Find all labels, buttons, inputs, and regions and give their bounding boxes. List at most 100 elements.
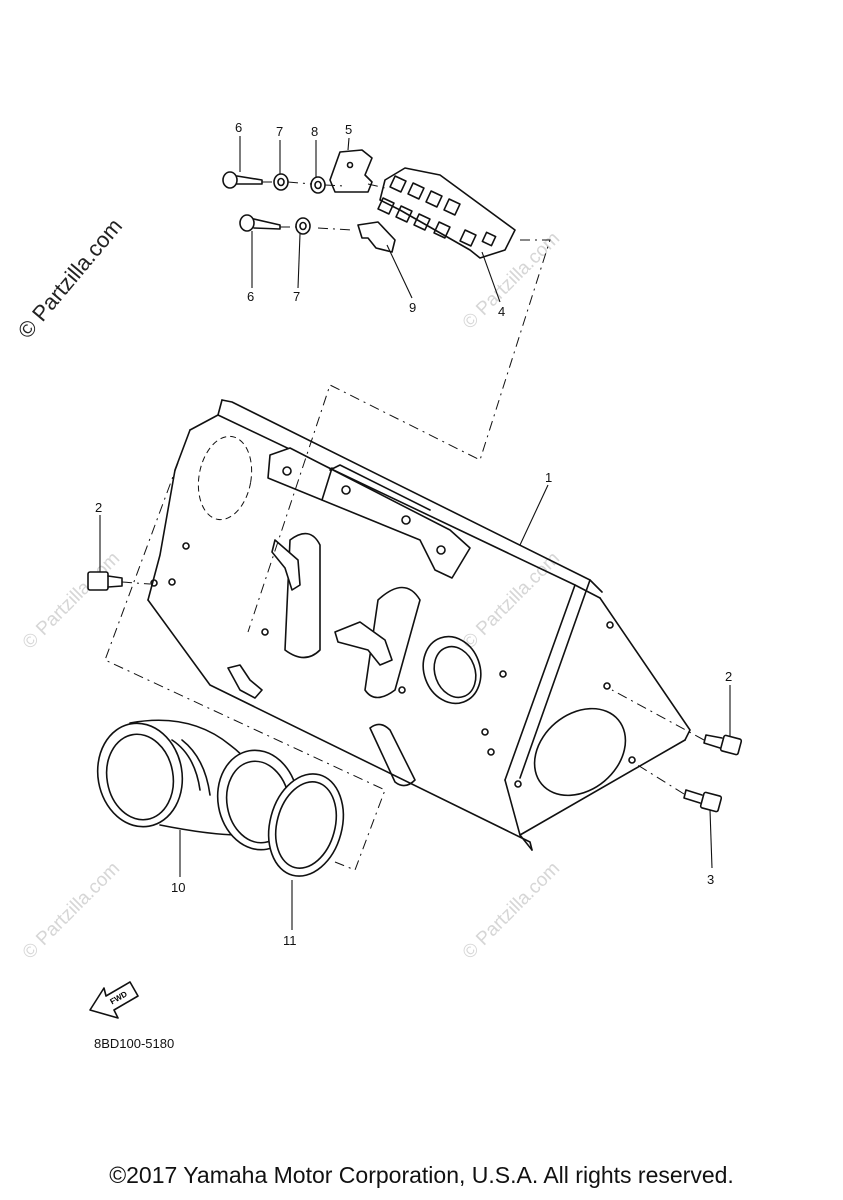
screw-head [222,171,238,189]
bolt-shank [107,575,123,588]
bolt-shank [683,789,703,804]
plate-right-edge [599,597,691,741]
callout-10[interactable]: 10 [171,880,185,895]
callout-2[interactable]: 2 [95,500,102,515]
part-5-small-bracket[interactable] [329,149,373,193]
watermark-text-large: © Partzilla.com [13,214,127,344]
callout-6[interactable]: 6 [247,289,254,304]
joint-front-opening [105,733,175,821]
part-6-screw-top[interactable] [222,171,263,189]
fwd-arrow-shape [89,981,139,1019]
callout-3[interactable]: 3 [707,872,714,887]
bolt-head [719,734,743,756]
callout-1[interactable]: 1 [545,470,552,485]
plate-top-rim-inner [221,399,603,593]
washer-outer [273,173,289,191]
bolt-head [87,571,109,591]
plate-fold-line [504,584,576,781]
joint-front-rim [96,722,184,828]
plate-right-bottom-edge [519,739,686,851]
watermark-text: © Partzilla.com [459,548,564,653]
diagram-code: 8BD100-5180 [94,1036,175,1051]
callout-11[interactable]: 11 [283,933,297,948]
assembly-line-bracket [324,184,346,187]
plate-bolt-holes [150,466,636,788]
plate-left-flange-top [189,414,219,431]
plate-top-mount-rib [329,464,431,511]
plate-fold-bottom [504,779,521,836]
bolt-shank [703,734,723,749]
part-11-gasket-ring[interactable] [258,765,354,884]
terminal-block-slots [377,175,497,247]
watermark-text: © Partzilla.com [459,858,564,963]
assembly-line-clamp [317,227,353,231]
assembly-line-bolt-right [611,689,705,741]
callout-9[interactable]: 9 [409,300,416,315]
part-6-screw-bottom[interactable] [239,214,281,232]
assembly-line-terminal-block [247,239,551,633]
assembly-line-bracket-block [367,183,386,189]
screw-shank [236,175,263,185]
part-1-bracket-plate[interactable] [147,399,691,851]
plate-right-hole [533,707,627,797]
screw-shank [253,218,281,230]
bolt-head [699,791,723,813]
screw-head [239,214,255,232]
part-3-bolt[interactable] [683,789,723,813]
callout-numbers: 6 7 8 5 6 7 9 4 1 2 2 3 10 11 [95,120,732,948]
plate-center-hole [422,635,482,705]
plate-top-rim [217,399,601,599]
plate-top-mount [267,447,471,579]
plate-slot-left [284,532,321,659]
plate-top-mount-rib-edge [321,467,333,501]
callout-4[interactable]: 4 [498,304,505,319]
assembly-line-bolt-left [121,581,151,585]
callout-6[interactable]: 6 [235,120,242,135]
washer-inner [299,221,307,231]
callout-2[interactable]: 2 [725,669,732,684]
watermark-text: © Partzilla.com [19,858,124,963]
joint-ribs [171,739,211,796]
plate-clip-center [334,621,393,666]
small-bracket-hole [346,161,354,169]
terminal-block-body [379,167,516,259]
assembly-lines [104,181,705,871]
part-7-washer-bottom[interactable] [295,217,311,235]
fwd-arrow: FWD [89,981,139,1019]
watermark-text: © Partzilla.com [19,548,124,653]
gasket-outer [267,773,345,877]
washer-outer [310,176,326,194]
small-bracket-body [329,149,373,193]
plate-left-hole-hidden [197,435,253,521]
copyright-notice: ©2017 Yamaha Motor Corporation, U.S.A. A… [109,1162,734,1188]
plate-center-hole-inner [433,645,477,699]
washer-outer [295,217,311,235]
plate-clip-bottom [227,664,263,699]
part-2-bolt-left[interactable] [87,571,123,591]
gasket-inner [274,781,338,869]
part-7-washer-top[interactable] [273,173,289,191]
part-9-clamp[interactable] [357,221,396,253]
assembly-line-intake [104,462,386,871]
callout-5[interactable]: 5 [345,122,352,137]
part-2-bolt-right[interactable] [703,734,743,756]
plate-fold-line-inner [519,579,591,779]
clamp-body [357,221,396,253]
washer-inner [314,180,322,190]
washer-inner [277,177,285,187]
callout-7[interactable]: 7 [276,124,283,139]
part-4-terminal-block[interactable] [377,167,516,259]
callout-8[interactable]: 8 [311,124,318,139]
leader-lines [99,136,731,930]
plate-clip-left [271,539,301,591]
assembly-line-washer-top [287,181,313,185]
plate-slot-bottom [369,723,416,787]
assembly-line-bolt-3 [635,763,685,795]
callout-7[interactable]: 7 [293,289,300,304]
plate-left-flange [147,429,191,601]
part-8-washer[interactable] [310,176,326,194]
plate-slot-center [364,586,421,699]
plate-bottom-edge [147,599,533,851]
